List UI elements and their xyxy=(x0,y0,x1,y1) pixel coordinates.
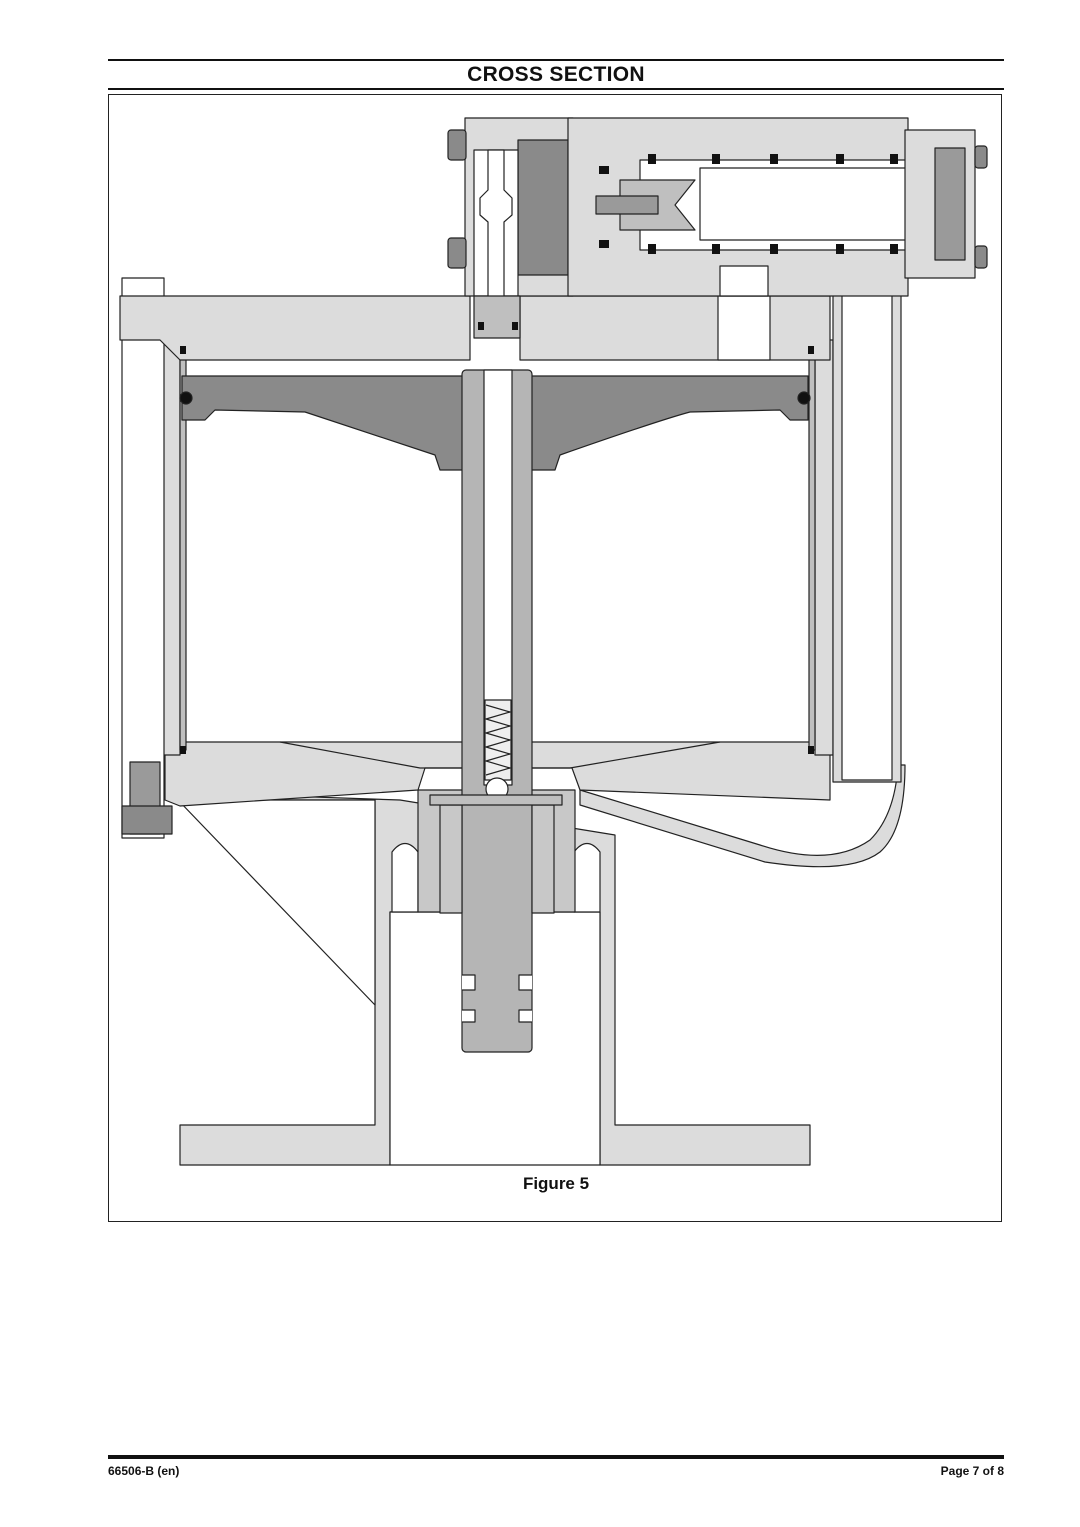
exhaust-channel xyxy=(579,764,906,868)
end-screw-bottom xyxy=(974,245,988,269)
page-title: CROSS SECTION xyxy=(467,63,645,86)
gland-right xyxy=(531,804,555,914)
header-rule xyxy=(108,59,1004,61)
spool-port xyxy=(719,265,769,297)
top-cover-port xyxy=(717,295,771,361)
gland-plate xyxy=(429,794,563,806)
tie-rod-nut xyxy=(121,805,173,835)
housing-screw-bottom xyxy=(447,237,467,269)
housing-screw-top xyxy=(447,129,467,161)
spool xyxy=(699,167,921,241)
end-cap-thread xyxy=(934,147,966,261)
figure-frame xyxy=(108,94,1002,1222)
piston-right xyxy=(524,375,809,471)
base-left-leg xyxy=(177,799,376,1006)
spring-coils xyxy=(485,704,511,776)
adjust-screw xyxy=(595,195,659,215)
valve-housing-insert xyxy=(517,139,569,276)
valve-seat-block xyxy=(473,295,521,339)
piston-seal-right xyxy=(797,391,811,405)
spool-seals xyxy=(180,154,898,754)
page-number: Page 7 of 8 xyxy=(940,1464,1004,1478)
top-cover xyxy=(119,295,471,361)
tie-rod xyxy=(121,277,165,839)
footer-rule xyxy=(108,1455,1004,1459)
end-screw-top xyxy=(974,145,988,169)
gland-left xyxy=(439,804,463,914)
figure-caption: Figure 5 xyxy=(522,1174,590,1193)
valve-spring xyxy=(484,699,512,781)
document-id: 66506-B (en) xyxy=(108,1464,180,1478)
piston-seal-left xyxy=(179,391,193,405)
piston-left xyxy=(181,375,469,471)
base-right-pocket xyxy=(573,842,601,913)
base-left-pocket xyxy=(391,842,419,913)
exhaust-tube-bore xyxy=(841,279,893,781)
rod-groove xyxy=(462,974,532,1023)
title-underline xyxy=(108,88,1004,90)
cylinder-wall-right-inner xyxy=(808,344,816,751)
top-cover-right xyxy=(519,295,831,361)
cylinder-wall-right xyxy=(814,339,834,756)
